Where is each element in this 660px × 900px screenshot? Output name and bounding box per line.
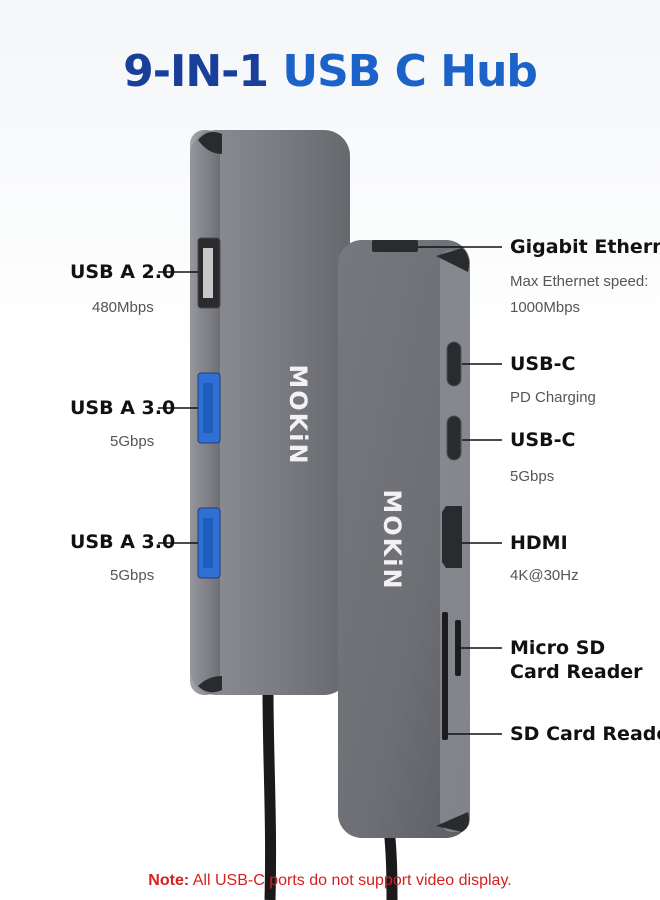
label-usb-a-3-2: USB A 3.0 xyxy=(70,531,176,553)
spec-usb-c-power: PD Charging xyxy=(510,389,596,406)
label-micro-sd-1: Micro SD xyxy=(510,637,606,659)
spec-usb-a-2: 480Mbps xyxy=(92,299,154,316)
label-usb-a-2: USB A 2.0 xyxy=(70,261,176,283)
label-usb-c-data: USB-C xyxy=(510,429,576,451)
hub-front: MOKiN xyxy=(338,240,470,838)
hub-back: MOKiN xyxy=(190,130,350,695)
cable-left xyxy=(262,689,277,900)
title-part1: 9-IN-1 xyxy=(123,46,269,97)
hdmi-port xyxy=(442,506,462,568)
sd-slot xyxy=(442,612,448,740)
usb-c-power-port xyxy=(446,341,462,387)
label-micro-sd-2: Card Reader xyxy=(510,661,643,683)
callout-lines-left xyxy=(158,271,198,544)
spec-hdmi: 4K@30Hz xyxy=(510,567,579,584)
callout-lines-right xyxy=(418,246,502,735)
label-usb-c-power: USB-C xyxy=(510,353,576,375)
footnote: Note: All USB-C ports do not support vid… xyxy=(0,872,660,890)
note-text: All USB-C ports do not support video dis… xyxy=(189,872,512,889)
brand-logo-back: MOKiN xyxy=(284,364,312,465)
spec-usb-a-3-1: 5Gbps xyxy=(110,433,155,450)
label-ethernet: Gigabit Ethernet xyxy=(510,236,660,258)
brand-logo-front: MOKiN xyxy=(378,489,406,590)
spec-usb-a-3-2: 5Gbps xyxy=(110,567,155,584)
label-hdmi: HDMI xyxy=(510,532,568,554)
usb-c-data-port xyxy=(446,415,462,461)
micro-sd-slot xyxy=(455,620,461,676)
spec-ethernet-2: 1000Mbps xyxy=(510,299,581,316)
label-usb-a-3-1: USB A 3.0 xyxy=(70,397,176,419)
spec-ethernet-1: Max Ethernet speed: xyxy=(510,273,649,290)
note-prefix: Note: xyxy=(148,872,190,889)
ethernet-port xyxy=(372,240,418,252)
label-sd-card: SD Card Reader xyxy=(510,723,660,745)
title-part2: USB C Hub xyxy=(282,46,538,97)
spec-usb-c-data: 5Gbps xyxy=(510,468,555,485)
page-title: 9-IN-1 USB C Hub xyxy=(0,46,660,97)
